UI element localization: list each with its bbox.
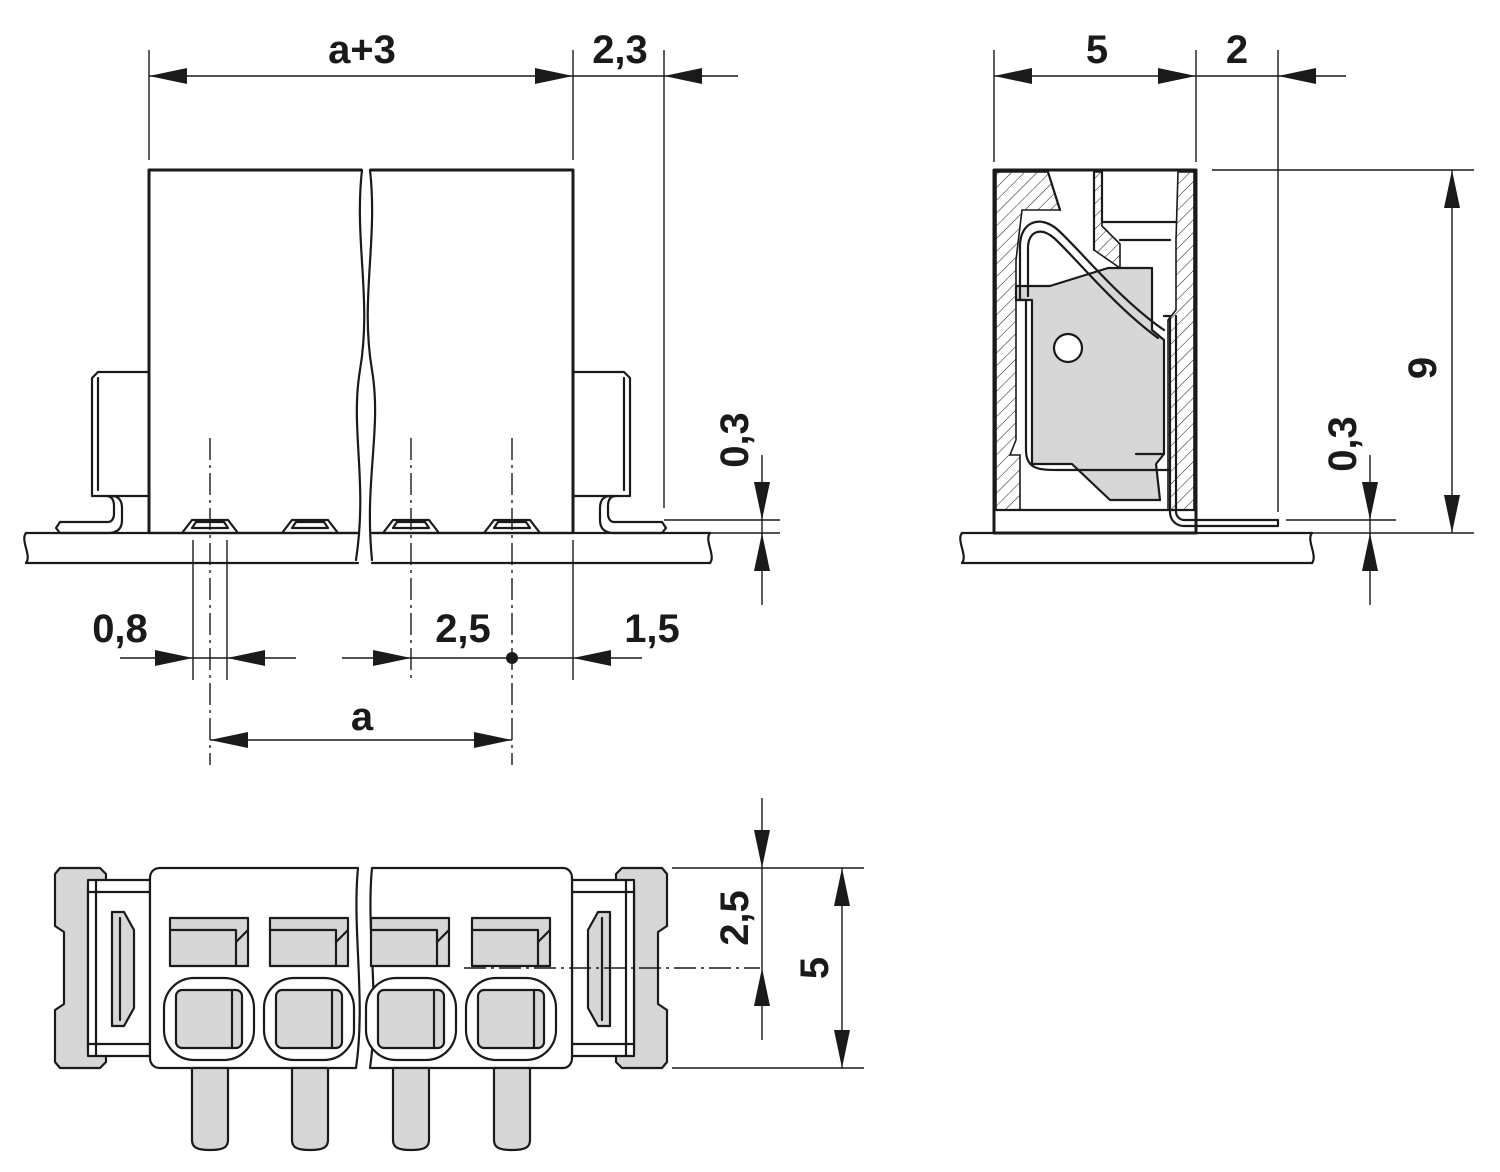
dim-2-3: 2,3	[573, 28, 738, 84]
dim-2-side: 2	[1196, 28, 1346, 84]
dim-2-3-label: 2,3	[592, 28, 648, 72]
bottom-extension-lines	[672, 867, 864, 1069]
left-latch	[54, 370, 151, 535]
bottom-wire-entries	[162, 976, 558, 1062]
dim-0-8-label: 0,8	[92, 607, 148, 651]
front-extension-lines	[148, 50, 780, 680]
dim-a-plus-3-label: a+3	[328, 28, 396, 72]
dim-0-3-side: 0,3	[1321, 416, 1378, 605]
bottom-view: 2,5 5	[53, 798, 864, 1152]
side-view: 5 2 9 0,3	[959, 28, 1474, 605]
bottom-left-endcap	[53, 866, 152, 1070]
dim-a-plus-3: a+3	[149, 28, 573, 84]
dim-0-3-side-label: 0,3	[1321, 416, 1365, 472]
side-housing	[992, 168, 1198, 535]
dim-a: a	[210, 695, 512, 748]
front-view: a+3 2,3 0,3 0,8 2,5	[23, 28, 780, 765]
side-contact	[1014, 220, 1280, 528]
dim-2-side-label: 2	[1226, 28, 1248, 72]
dim-5-bottom: 5	[793, 868, 850, 1068]
dim-0-3-front: 0,3	[713, 412, 770, 605]
pin-center-lines	[209, 438, 513, 765]
front-pcb	[23, 531, 713, 565]
dim-1-5-label: 1,5	[624, 607, 680, 651]
dim-9: 9	[1401, 170, 1460, 533]
bottom-push-buttons	[168, 916, 552, 968]
dim-1-5: 1,5	[573, 607, 680, 666]
side-pcb	[959, 531, 1315, 565]
right-latch	[571, 370, 668, 535]
dim-5-side-label: 5	[1086, 28, 1108, 72]
dim-2-5-pitch-label: 2,5	[435, 607, 491, 651]
dim-0-8: 0,8	[92, 607, 296, 666]
dim-5-side: 5	[994, 28, 1196, 84]
dim-a-label: a	[351, 695, 374, 739]
bottom-pins	[190, 1066, 532, 1152]
dim-9-label: 9	[1401, 357, 1445, 379]
front-housing	[147, 168, 575, 562]
dim-5-bottom-label: 5	[793, 957, 837, 979]
dim-2-5-pitch: 2,5	[342, 607, 573, 666]
side-extension-lines	[993, 50, 1474, 534]
dim-2-5-bottom-label: 2,5	[713, 890, 757, 946]
dim-0-3-front-label: 0,3	[713, 412, 757, 468]
front-pins	[180, 518, 542, 535]
dim-2-5-bottom: 2,5	[713, 798, 770, 1040]
